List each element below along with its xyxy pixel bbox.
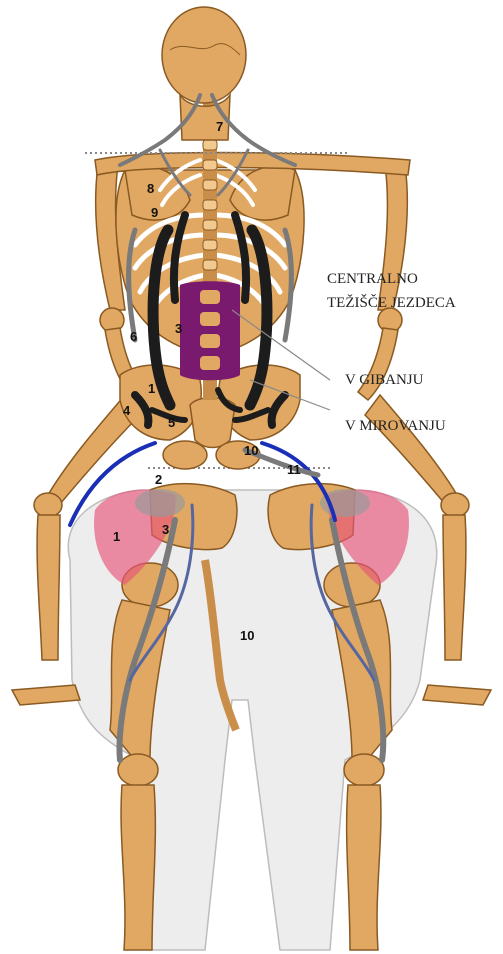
central-gravity-title-line1: CENTRALNO: [327, 271, 418, 287]
rider-skull: [162, 7, 246, 140]
marker-5: 5: [168, 415, 175, 430]
marker-8: 8: [147, 181, 154, 196]
marker-1-lower: 1: [113, 529, 120, 544]
center-of-gravity-region: [180, 281, 240, 380]
marker-7: 7: [216, 119, 223, 134]
marker-3-upper: 3: [175, 321, 182, 336]
label-moving: V GIBANJU: [345, 372, 424, 388]
marker-11: 11: [287, 462, 301, 477]
marker-10-lower: 10: [240, 628, 254, 643]
marker-6: 6: [130, 329, 137, 344]
marker-4: 4: [123, 403, 131, 418]
label-resting: V MIROVANJU: [345, 418, 446, 434]
marker-1-upper: 1: [148, 381, 155, 396]
marker-3-lower: 3: [162, 522, 169, 537]
marker-9: 9: [151, 205, 158, 220]
marker-10-upper: 10: [244, 443, 258, 458]
central-gravity-title-line2: TEŽIŠČE JEZDECA: [327, 294, 456, 311]
marker-2: 2: [155, 472, 162, 487]
